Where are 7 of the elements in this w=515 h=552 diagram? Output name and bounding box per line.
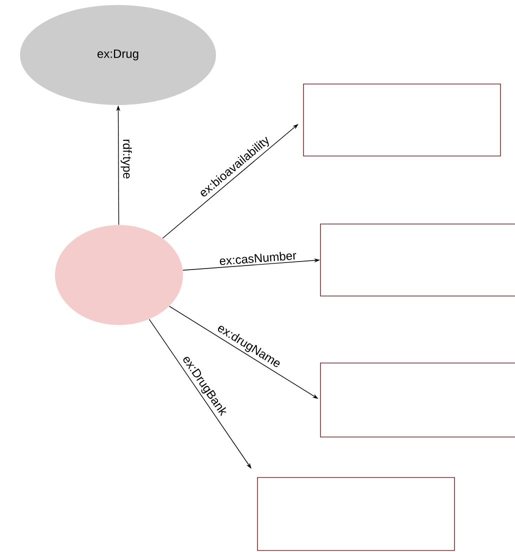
value-box (303, 84, 501, 156)
edge-label: ex:casNumber (220, 252, 296, 266)
edge-label: rdf:type (120, 140, 132, 178)
resource-circle (55, 225, 183, 325)
value-box (320, 224, 515, 296)
value-box (320, 362, 515, 438)
value-box (257, 477, 455, 551)
